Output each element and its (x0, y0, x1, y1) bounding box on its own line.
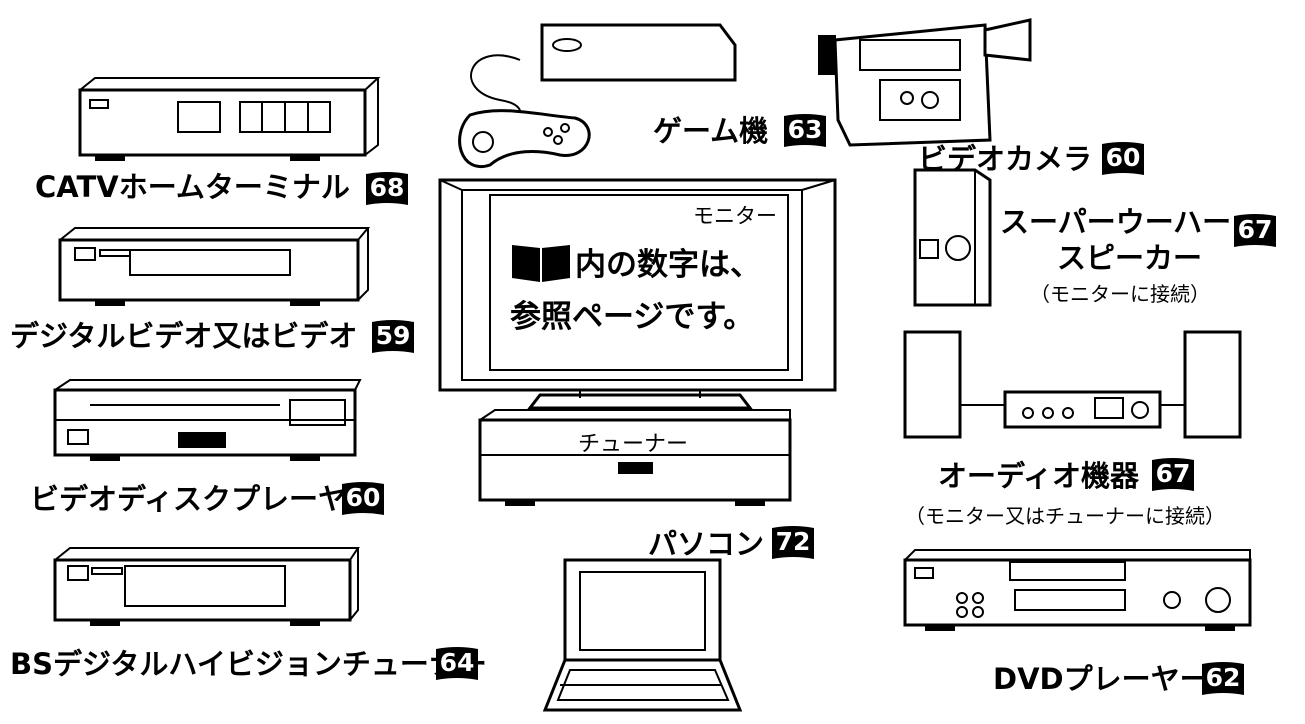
monitor-label: モニター (693, 204, 777, 228)
tuner-box-icon (478, 409, 792, 506)
digital-video-label: デジタルビデオ又はビデオ (10, 319, 358, 353)
dvd-page: 62 (1205, 663, 1241, 692)
audio-label: オーディオ機器 (938, 459, 1139, 493)
catv-page-badge: 68 (364, 170, 410, 207)
videodisc-page-badge: 60 (340, 480, 386, 517)
bs-tuner-page-badge: 64 (434, 645, 480, 682)
monitor-text-line1: 内の数字は、 (575, 247, 761, 283)
pc-page: 72 (775, 527, 811, 556)
video-camera-icon (818, 18, 1032, 147)
tuner-label: チューナー (578, 432, 689, 457)
camera-page: 60 (1105, 143, 1141, 172)
subwoofer-label-line1: スーパーウーハー (1000, 205, 1232, 239)
digital-video-deck-icon (58, 227, 371, 306)
catv-page: 68 (369, 173, 405, 202)
monitor-text-line2: 参照ページです。 (510, 299, 755, 335)
audio-system-icon (903, 330, 1242, 439)
bs-tuner-page: 64 (439, 648, 475, 677)
subwoofer-label-line2: スピーカー (1057, 241, 1203, 275)
dvd-player-icon (903, 549, 1252, 631)
subwoofer-icon (913, 168, 992, 307)
audio-note: （モニター又はチューナーに接続） (905, 504, 1225, 528)
laptop-icon (542, 558, 743, 712)
game-label: ゲーム機 (653, 114, 769, 148)
subwoofer-note: （モニターに接続） (1030, 282, 1210, 306)
game-page-badge: 63 (782, 112, 828, 149)
dvd-page-badge: 62 (1200, 660, 1246, 697)
audio-page: 67 (1155, 459, 1191, 488)
digital-video-page: 59 (375, 321, 411, 350)
dvd-label: DVDプレーヤー (993, 662, 1209, 696)
game-page: 63 (787, 115, 823, 144)
videodisc-page: 60 (345, 483, 381, 512)
camera-page-badge: 60 (1100, 140, 1146, 177)
pc-label: パソコン (648, 527, 765, 561)
subwoofer-page: 67 (1237, 215, 1273, 244)
catv-terminal-icon (78, 77, 381, 161)
camera-label: ビデオカメラ (918, 142, 1093, 176)
videodisc-label: ビデオディスクプレーヤー (30, 482, 376, 516)
game-console-icon (458, 23, 737, 169)
bs-tuner-icon (53, 547, 360, 626)
monitor-icon (438, 178, 837, 410)
pc-page-badge: 72 (770, 524, 816, 561)
bs-tuner-label: BSデジタルハイビジョンチューナー (10, 647, 487, 681)
book-icon (512, 245, 570, 282)
digital-video-page-badge: 59 (370, 318, 416, 355)
catv-label: CATVホームターミナル (35, 170, 350, 204)
audio-page-badge: 67 (1150, 456, 1196, 493)
subwoofer-page-badge: 67 (1232, 212, 1278, 249)
videodisc-player-icon (53, 379, 362, 461)
